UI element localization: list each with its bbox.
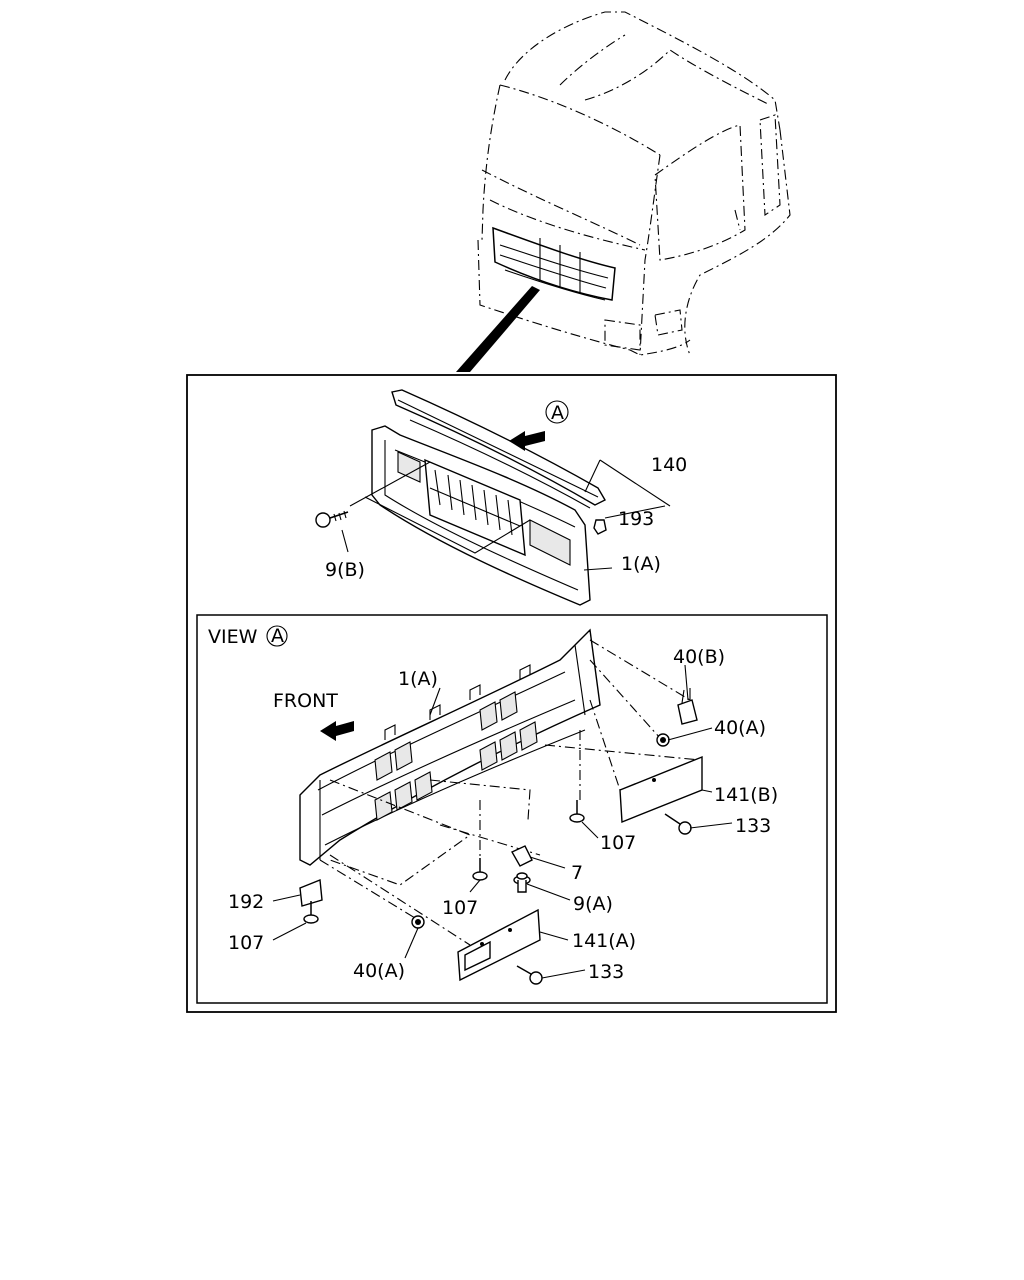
label-107-left: 107	[228, 932, 264, 954]
label-133-right: 133	[735, 815, 771, 837]
label-40b: 40(B)	[673, 646, 725, 668]
label-107-mid: 107	[442, 897, 478, 919]
grille-rear-view	[272, 628, 733, 985]
screw-107-mid-icon	[472, 858, 488, 881]
label-9a: 9(A)	[573, 893, 613, 915]
label-9b: 9(B)	[325, 559, 365, 581]
label-141b: 141(B)	[714, 784, 778, 806]
grille-slots	[429, 469, 521, 536]
detail-frame	[186, 374, 837, 1013]
view-title: VIEW	[208, 626, 258, 648]
label-40a-left: 40(A)	[353, 960, 405, 982]
rivet-9a-icon	[513, 872, 531, 893]
view-a-frame	[196, 614, 828, 1004]
label-107-center: 107	[600, 832, 636, 854]
view-marker: A	[271, 625, 284, 647]
arrow-marker-label: A	[551, 402, 564, 424]
truck-cab-illustration	[456, 11, 791, 372]
label-193: 193	[618, 508, 654, 530]
label-1a-view: 1(A)	[398, 668, 438, 690]
screw-107-left-icon	[303, 901, 319, 924]
label-7: 7	[571, 862, 583, 884]
label-133-left: 133	[588, 961, 624, 983]
screw-133-left-icon	[516, 965, 543, 985]
label-192: 192	[228, 891, 264, 913]
label-40a-right: 40(A)	[714, 717, 766, 739]
rear-slots	[374, 691, 538, 821]
label-140: 140	[651, 454, 687, 476]
screw-9b-icon	[315, 510, 349, 528]
screw-107-center-icon	[569, 800, 585, 823]
label-1a-top: 1(A)	[621, 553, 661, 575]
screw-133-right-icon	[664, 813, 692, 835]
label-141a: 141(A)	[572, 930, 636, 952]
grille-exploded-view	[315, 389, 671, 606]
front-label: FRONT	[273, 690, 338, 712]
